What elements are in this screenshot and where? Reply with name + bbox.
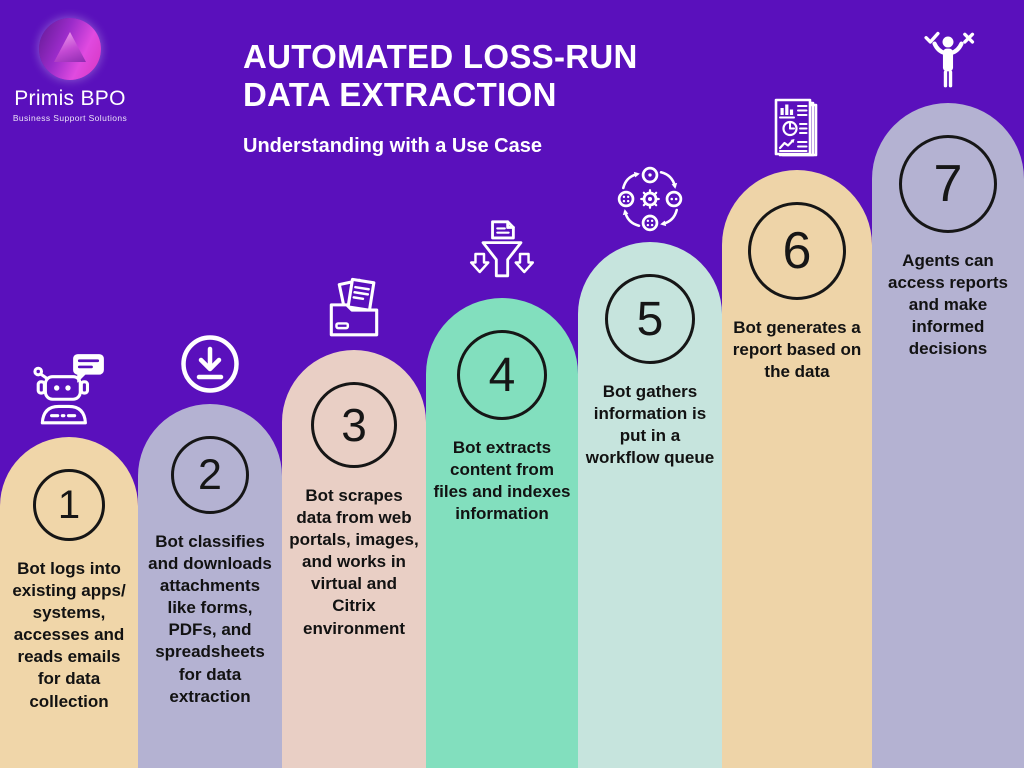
step-description: Bot gathers information is put in a work…	[585, 382, 715, 468]
step-column-1: 1 Bot logs into existing apps/ systems, …	[0, 354, 138, 768]
brand-name: Primis BPO	[14, 87, 126, 110]
step-number: 1	[57, 482, 81, 527]
report-chart-icon	[768, 98, 826, 162]
robot-chat-icon	[30, 351, 108, 429]
step-number: 5	[636, 292, 664, 346]
title-line-2: DATA EXTRACTION	[243, 75, 557, 113]
logo: Primis BPO Business Support Solutions	[12, 18, 128, 123]
step-column-3: 3 Bot scrapes data from web portals, ima…	[282, 277, 426, 768]
step-number-badge: 5	[605, 274, 695, 364]
download-icon	[178, 332, 242, 396]
logo-triangle	[54, 32, 86, 62]
workflow-process-icon	[615, 164, 685, 234]
step-number-badge: 6	[748, 202, 846, 300]
step-number-badge: 2	[171, 436, 249, 514]
title-line-1: AUTOMATED LOSS-RUN	[243, 38, 638, 75]
page-subtitle: Understanding with a Use Case	[243, 135, 542, 158]
folder-documents-icon	[321, 276, 387, 342]
step-column-4: 4 Bot extracts content from files and in…	[426, 220, 578, 768]
logo-icon	[39, 18, 101, 80]
step-column-2: 2 Bot classifies and downloads attachmen…	[138, 335, 282, 768]
step-number: 2	[198, 450, 222, 499]
step-description: Bot classifies and downloads attachments…	[148, 532, 272, 706]
step-number: 6	[782, 222, 812, 280]
step-number-badge: 1	[33, 469, 105, 541]
step-description: Bot logs into existing apps/ systems, ac…	[12, 559, 126, 711]
step-description: Bot generates a report based on the data	[732, 318, 862, 382]
step-description: Bot scrapes data from web portals, image…	[289, 486, 419, 638]
step-number: 4	[488, 348, 516, 402]
step-column-6: 6 Bot generates a report based on the da…	[722, 98, 872, 768]
step-column-5: 5 Bot gathers information is put in a wo…	[578, 166, 722, 768]
page-title: AUTOMATED LOSS-RUN DATA EXTRACTION	[243, 38, 713, 113]
brand-tagline: Business Support Solutions	[12, 113, 128, 123]
step-number: 7	[933, 155, 963, 213]
step-number-badge: 7	[899, 135, 997, 233]
step-description: Bot extracts content from files and inde…	[433, 438, 571, 524]
step-column-7: 7 Agents can access reports and make inf…	[872, 31, 1024, 768]
step-number-badge: 4	[457, 330, 547, 420]
step-description: Agents can access reports and make infor…	[887, 251, 1009, 359]
decision-person-icon	[916, 31, 980, 95]
header: AUTOMATED LOSS-RUN DATA EXTRACTION Under…	[243, 38, 713, 158]
step-number-badge: 3	[311, 382, 397, 468]
step-number: 3	[341, 399, 367, 451]
funnel-extraction-icon	[466, 218, 538, 290]
